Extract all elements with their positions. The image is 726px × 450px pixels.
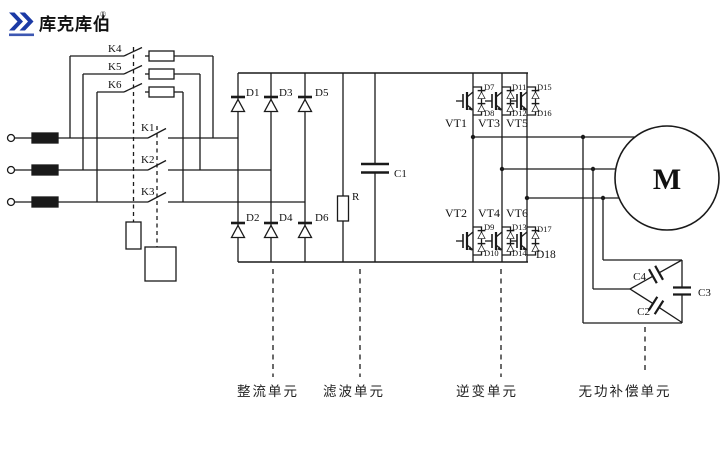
igbt-vt4-label: VT4 <box>478 206 500 220</box>
diode-d6-label: D6 <box>315 212 329 224</box>
precharge-branch-k4: K4 <box>69 43 214 138</box>
terminal-phase-b <box>6 165 16 175</box>
diode-d4 <box>262 221 280 239</box>
igbt-vt3-label: VT3 <box>478 116 500 130</box>
terminal-phase-a <box>6 133 16 143</box>
control-coil-box-small <box>125 221 142 250</box>
igbt-vt2-label: VT2 <box>445 206 467 220</box>
input-terminals <box>6 133 16 207</box>
mechanical-links <box>125 47 177 282</box>
rectifier-unit: D1 D3 D5 D2 D4 D6 <box>229 73 329 262</box>
compensation-unit-label: 无功补偿单元 <box>579 384 672 399</box>
capacitor-c3-label: C3 <box>698 287 711 299</box>
capacitor-c2-plate <box>647 296 659 311</box>
capacitor-c1-label: C1 <box>394 168 407 180</box>
logo-chevron <box>9 12 23 31</box>
filter-unit-label: 滤波单元 <box>323 384 385 399</box>
diode-d17-label: D17 <box>537 224 552 234</box>
unit-callout-lines <box>272 269 646 377</box>
diode-d10-label: D10 <box>484 248 499 258</box>
filter-unit: R C1 <box>336 73 407 262</box>
reactor-phase-b <box>31 164 59 176</box>
diode-d1-label: D1 <box>246 87 259 99</box>
igbt-vt1-label: VT1 <box>445 116 467 130</box>
diode-d11-label: D11 <box>512 82 526 92</box>
diode-d18-label: D18 <box>536 249 556 261</box>
junction-dot <box>499 166 505 172</box>
reactor-phase-a <box>31 132 59 144</box>
bleeder-resistor-r <box>336 195 350 222</box>
main-contactor-switches: K1 K2 K3 <box>141 122 167 203</box>
motor-label: M <box>653 163 681 196</box>
switch-k6-label: K6 <box>108 79 122 91</box>
inverter-unit-label: 逆变单元 <box>456 384 518 399</box>
diode-d5 <box>296 95 314 113</box>
diode-d7-label: D7 <box>484 82 494 92</box>
precharge-branch-k5: K5 <box>82 61 201 170</box>
capacitor-c2-plate <box>653 300 665 315</box>
reactor-phase-c <box>31 196 59 208</box>
igbt-vt2 <box>456 227 485 255</box>
wire <box>629 275 654 290</box>
diode-d3 <box>262 95 280 113</box>
diode-d12-label: D12 <box>512 108 527 118</box>
logo-chevron <box>19 12 34 31</box>
capacitor-c4-plate <box>648 268 658 284</box>
switch-k1-blade <box>147 127 167 139</box>
logo-registered-mark: ® <box>100 10 106 19</box>
diode-d16-label: D16 <box>537 108 552 118</box>
switch-k5-label: K5 <box>108 61 122 73</box>
switch-k3-label: K3 <box>141 186 155 198</box>
igbt-vt1 <box>456 87 485 115</box>
diode-d2-label: D2 <box>246 212 259 224</box>
capacitor-c2-label: C2 <box>637 306 650 318</box>
circuit: K1 K2 K3 K4 K5 <box>6 43 720 399</box>
precharge-resistor-k5 <box>148 68 175 80</box>
rectifier-unit-label: 整流单元 <box>237 384 299 399</box>
switch-k4-blade <box>123 46 143 57</box>
junction-dot <box>524 195 530 201</box>
igbt-vt5-label: VT5 <box>506 116 528 130</box>
resistor-r-label: R <box>352 191 360 203</box>
precharge-resistor-k6 <box>148 86 175 98</box>
diode-d3-label: D3 <box>279 87 293 99</box>
diode-d5-label: D5 <box>315 87 329 99</box>
switch-k4-label: K4 <box>108 43 122 55</box>
igbt-vt6-label: VT6 <box>506 206 528 220</box>
capacitor-c4-label: C4 <box>633 271 646 283</box>
wire <box>658 259 683 274</box>
diode-d8-label: D8 <box>484 108 494 118</box>
diode-d4-label: D4 <box>279 212 293 224</box>
precharge-resistor-k4 <box>148 50 175 62</box>
logo: 库克库伯 ® <box>9 10 111 37</box>
diode-d9-label: D9 <box>484 222 494 232</box>
capacitor-c4-plate <box>654 265 664 281</box>
unit-labels: 整流单元 滤波单元 逆变单元 无功补偿单元 <box>237 384 672 399</box>
motor: M <box>614 125 720 231</box>
switch-k2-label: K2 <box>141 154 154 166</box>
diode-d14-label: D14 <box>512 248 527 258</box>
diode-d6 <box>296 221 314 239</box>
terminal-phase-c <box>6 197 16 207</box>
compensation-unit: C4 C2 C3 <box>580 134 711 324</box>
wire <box>629 288 654 305</box>
wire <box>658 306 683 324</box>
logo-k-icon <box>9 12 34 37</box>
switch-k1-label: K1 <box>141 122 154 134</box>
diode-d15-label: D15 <box>537 82 552 92</box>
line-reactors <box>31 132 59 208</box>
diode-d13-label: D13 <box>512 222 527 232</box>
dc-bus <box>238 72 528 263</box>
control-coil-box-large <box>144 246 177 282</box>
diode-d2 <box>229 221 247 239</box>
junction-dot <box>470 134 476 140</box>
diode-d1 <box>229 95 247 113</box>
precharge-branch-k6: K6 <box>96 79 184 202</box>
logo-subtext-bar <box>9 33 34 37</box>
motor-output-lines <box>470 134 635 201</box>
logo-brand-text: 库克库伯 <box>39 14 111 34</box>
motor-body <box>614 125 720 231</box>
